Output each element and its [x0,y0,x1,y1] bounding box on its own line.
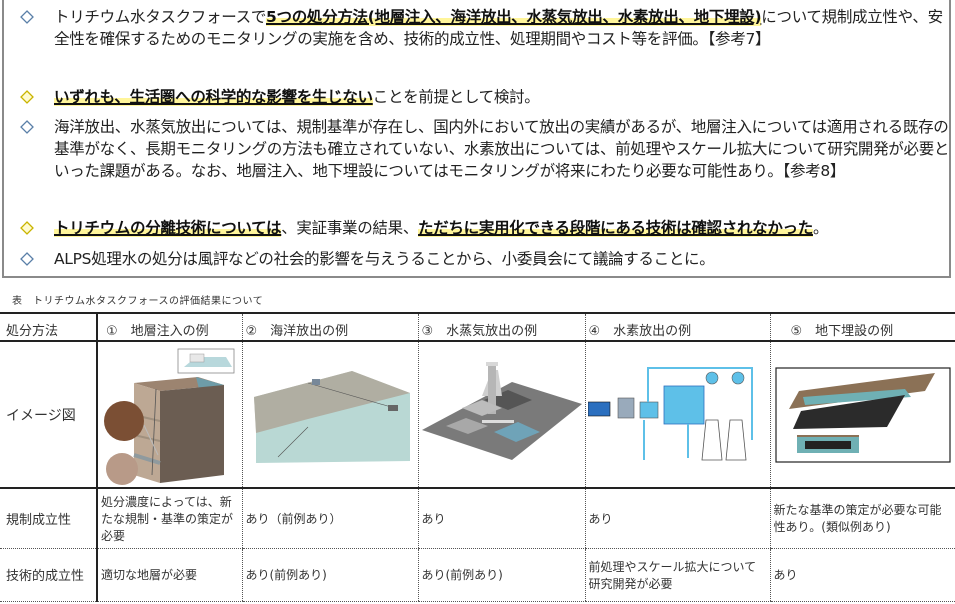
summary-bullet-2: いずれも、生活圏への科学的な影響を生じないことを前提として検討。 [20,86,950,108]
row-label: 技術的成立性 [0,548,98,602]
image-cell [769,341,955,489]
summary-bullet-5: ALPS処理水の処分は風評などの社会的影響を与えうることから、小委員会にて議論す… [20,248,950,270]
underground-burial-diagram-image [775,366,951,463]
image-cell [96,341,242,489]
table-cell: あり [769,548,955,602]
column-header: ④ 水素放出の例 [584,312,770,342]
table-cell: あり(前例あり) [241,548,418,602]
geological-injection-diagram-image [103,348,235,485]
table-cell: あり [417,488,585,549]
diamond-bullet-icon [20,90,34,104]
table-header-row: 処分方法 ① 地層注入の例 ② 海洋放出の例 ③ 水蒸気放出の例 ④ 水素放出の… [0,312,955,342]
summary-bullet-4: トリチウムの分離技術については、実証事業の結果、ただちに実用化できる段階にある技… [20,217,950,239]
column-header: ② 海洋放出の例 [241,312,418,342]
image-cell [584,341,770,489]
bullet-highlight-text: トリチウムの分離技術については [54,219,282,237]
table-row: 技術的成立性 適切な地層が必要 あり(前例あり) あり(前例あり) 前処理やスケ… [0,548,955,602]
diamond-bullet-icon [20,252,34,266]
header-label: 処分方法 [0,312,98,342]
bullet-text: について規制成立性や、安全性を確保するためのモニタリングの実施を含め、技術的成立… [54,8,943,48]
bullet-text: 海洋放出、水蒸気放出については、規制基準が存在し、国内外において放出の実績がある… [54,118,950,180]
bullet-text: 。 [812,219,829,237]
table-caption: 表 トリチウム水タスクフォースの評価結果について [12,296,264,307]
diamond-bullet-icon [20,10,34,24]
table-cell: あり（前例あり） [241,488,418,549]
bullet-text: ことを前提として検討。 [372,88,540,106]
column-header: ① 地層注入の例 [96,312,242,342]
row-label: イメージ図 [0,341,98,489]
table-cell: 適切な地層が必要 [96,548,242,602]
table-cell: 処分濃度によっては、新たな規制・基準の策定が必要 [96,488,242,549]
table-cell: あり [584,488,770,549]
summary-bullet-3: 海洋放出、水蒸気放出については、規制基準が存在し、国内外において放出の実績がある… [20,116,950,182]
bullet-text: トリチウム水タスクフォースで [54,8,267,26]
diamond-bullet-icon [20,120,34,134]
image-row: イメージ図 [0,341,955,489]
bullet-highlight-text: ただちに実用化できる段階にある技術は確認されなかった [418,219,813,237]
image-cell [417,341,585,489]
vapor-release-diagram-image [421,361,582,460]
row-label: 規制成立性 [0,488,98,549]
table-cell: 新たな基準の策定が必要な可能性あり。(類似例あり) [769,488,955,549]
table-cell: あり(前例あり) [417,548,585,602]
hydrogen-release-diagram-image [587,366,753,460]
image-cell [241,341,418,489]
summary-bullet-1: トリチウム水タスクフォースで5つの処分方法(地層注入、海洋放出、水蒸気放出、水素… [20,6,950,50]
column-header: ③ 水蒸気放出の例 [417,312,585,342]
bullet-text: 、実証事業の結果、 [281,219,419,237]
table-cell: 前処理やスケール拡大について研究開発が必要 [584,548,770,602]
ocean-discharge-diagram-image [254,370,410,463]
bullet-highlight-text: いずれも、生活圏への科学的な影響を生じない [54,88,373,106]
evaluation-table: 処分方法 ① 地層注入の例 ② 海洋放出の例 ③ 水蒸気放出の例 ④ 水素放出の… [0,312,955,602]
table-row: 規制成立性 処分濃度によっては、新たな規制・基準の策定が必要 あり（前例あり） … [0,488,955,549]
diamond-bullet-icon [20,221,34,235]
bullet-highlight-text: 5つの処分方法(地層注入、海洋放出、水蒸気放出、水素放出、地下埋設) [266,8,762,26]
summary-box: トリチウム水タスクフォースで5つの処分方法(地層注入、海洋放出、水蒸気放出、水素… [2,0,951,278]
column-header: ⑤ 地下埋設の例 [769,312,955,342]
bullet-text: ALPS処理水の処分は風評などの社会的影響を与えうることから、小委員会にて議論す… [54,250,715,268]
